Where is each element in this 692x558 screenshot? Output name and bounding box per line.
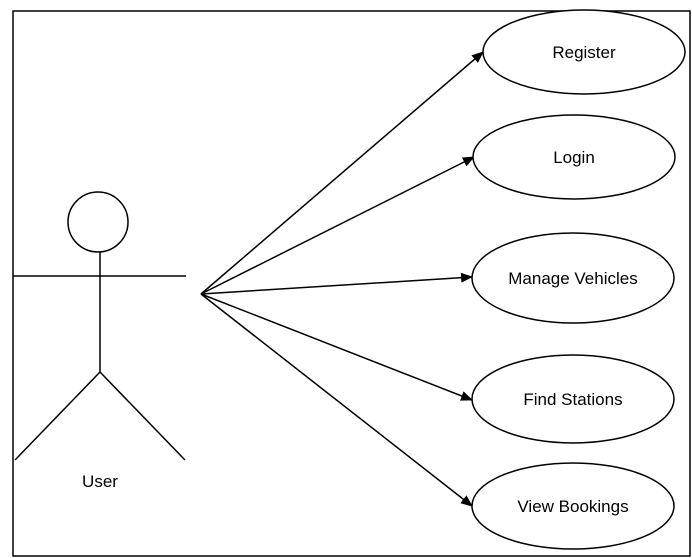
actor-left-leg	[14, 371, 101, 461]
use-case-ellipse	[471, 232, 675, 324]
use-case-ellipse	[471, 462, 675, 550]
use-case-find-stations: Find Stations	[471, 354, 675, 444]
use-case-login: Login	[472, 114, 676, 200]
use-case-label: Login	[553, 148, 595, 167]
actor-head	[67, 191, 129, 253]
use-case-manage-vehicles: Manage Vehicles	[471, 232, 675, 324]
use-case-label: Find Stations	[523, 390, 622, 409]
association-manage-vehicles	[200, 272, 473, 295]
use-case-label: Register	[552, 43, 616, 62]
association-view-bookings	[200, 293, 473, 507]
use-case-label: View Bookings	[517, 497, 628, 516]
association-login	[200, 156, 475, 295]
association-register	[200, 51, 484, 295]
associations	[200, 51, 484, 507]
use-case-view-bookings: View Bookings	[471, 462, 675, 550]
use-case-label: Manage Vehicles	[508, 269, 637, 288]
use-case-ellipse	[482, 9, 686, 95]
use-case-register: Register	[482, 9, 686, 95]
actor-label: User	[82, 472, 118, 491]
actor-right-leg	[99, 371, 186, 461]
actor-user: User	[13, 191, 186, 491]
association-find-stations	[200, 293, 473, 401]
use-case-ellipse	[472, 114, 676, 200]
use-case-ellipse	[471, 354, 675, 444]
